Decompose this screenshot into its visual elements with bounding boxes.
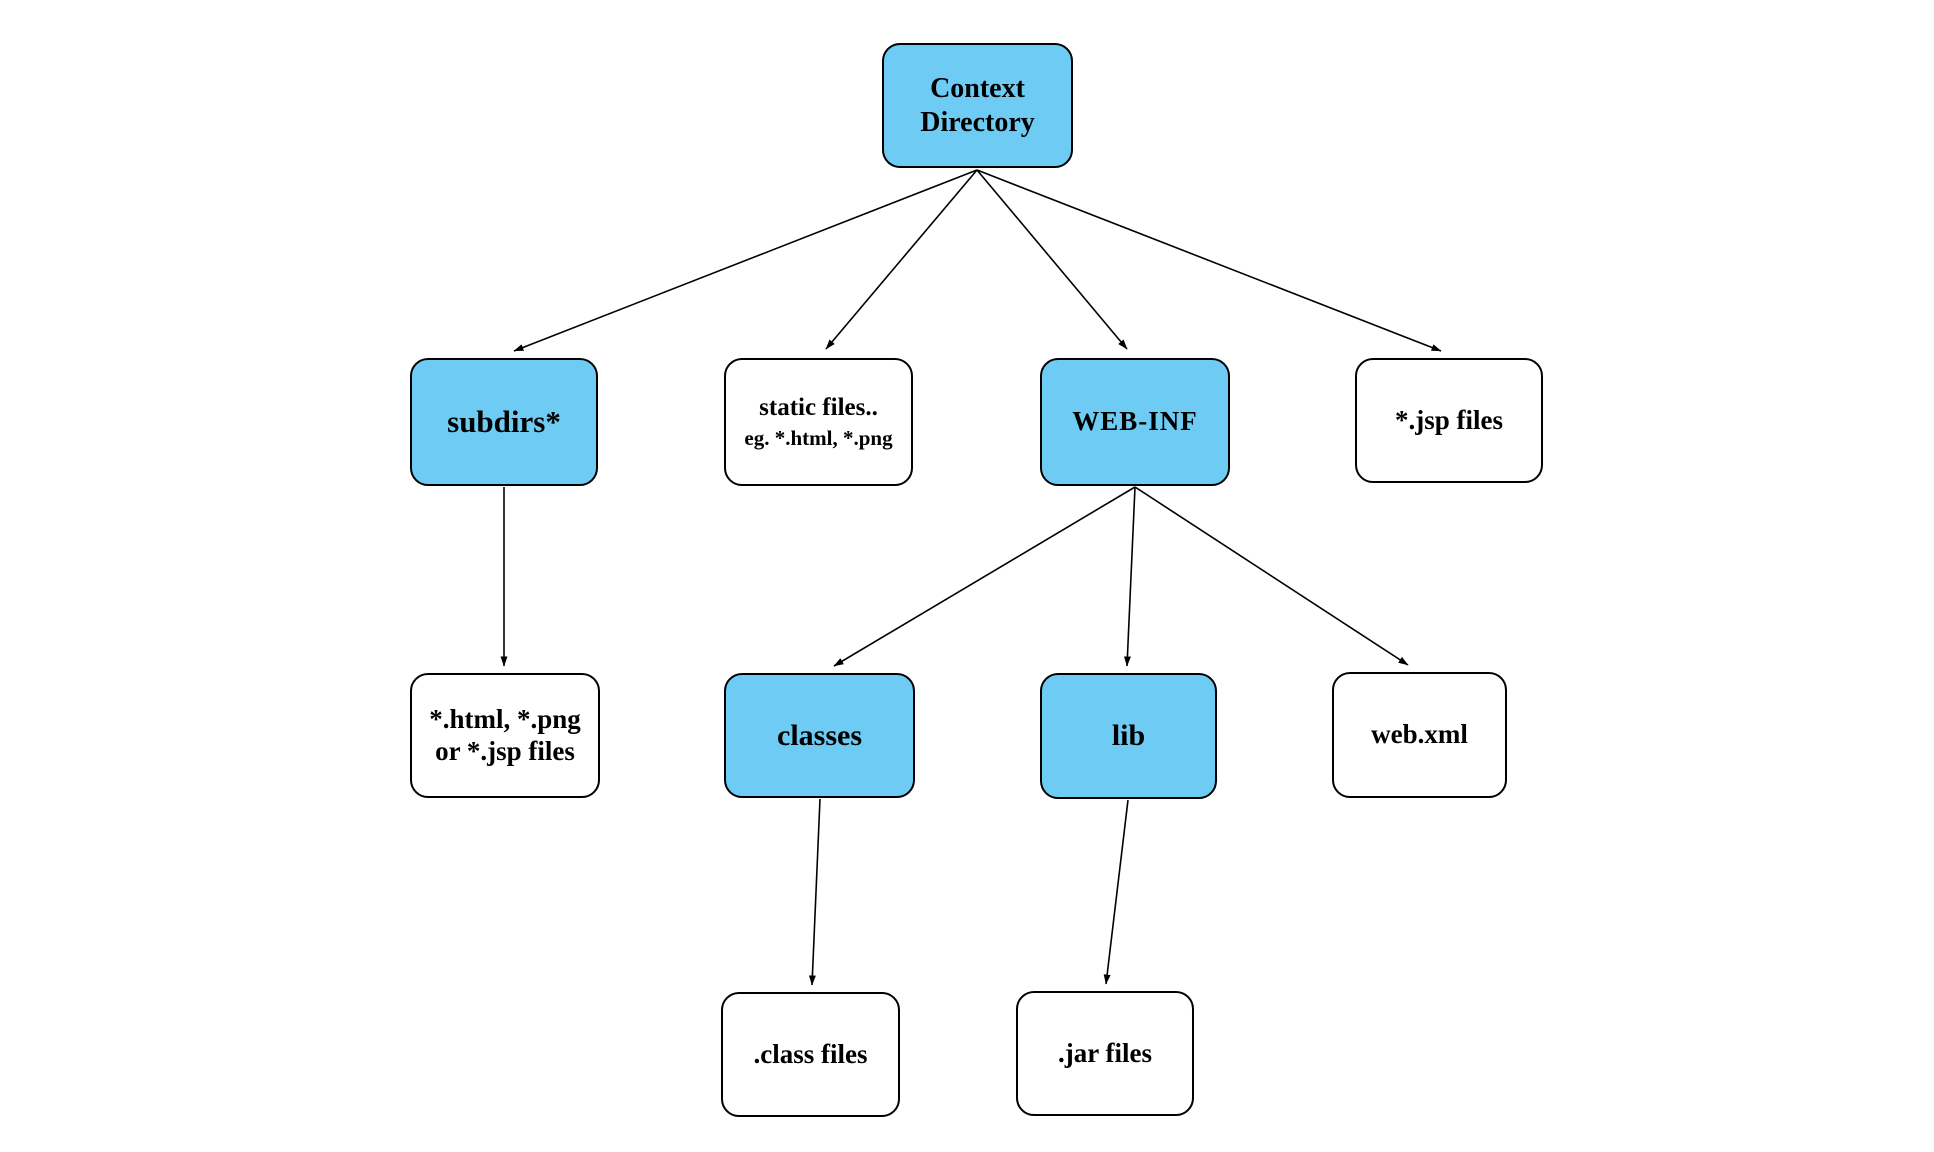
node-static-files: static files.. eg. *.html, *.png xyxy=(724,358,913,486)
node-classes-label: classes xyxy=(777,718,862,752)
node-static-files-sublabel: eg. *.html, *.png xyxy=(744,426,893,451)
node-web-inf-label: WEB-INF xyxy=(1072,406,1198,437)
edge-webinf-lib xyxy=(1123,486,1136,667)
edge-context-static-files xyxy=(825,169,978,350)
edge-context-jsp-files xyxy=(976,169,1442,352)
node-jar-files-label: .jar files xyxy=(1058,1037,1152,1068)
node-web-xml-label: web.xml xyxy=(1371,719,1468,750)
node-lib: lib xyxy=(1040,673,1217,799)
node-context-directory: Context Directory xyxy=(882,43,1073,168)
edge-classes-classfiles xyxy=(808,798,821,986)
edge-lib-jarfiles xyxy=(1103,799,1129,985)
node-subdir-contents-label: *.html, *.png or *.jsp files xyxy=(429,703,581,766)
node-class-files: .class files xyxy=(721,992,900,1117)
node-jar-files: .jar files xyxy=(1016,991,1194,1116)
edge-webinf-classes xyxy=(833,486,1136,667)
node-web-inf: WEB-INF xyxy=(1040,358,1230,486)
node-subdirs: subdirs* xyxy=(410,358,598,486)
node-context-directory-label: Context Directory xyxy=(920,73,1035,138)
edge-webinf-webxml xyxy=(1134,486,1409,666)
node-lib-label: lib xyxy=(1111,719,1146,753)
node-jsp-files: *.jsp files xyxy=(1355,358,1543,483)
node-classes: classes xyxy=(724,673,915,798)
edge-context-web-inf xyxy=(976,169,1128,350)
node-subdir-contents: *.html, *.png or *.jsp files xyxy=(410,673,600,798)
edge-context-subdirs xyxy=(513,169,978,352)
node-web-xml: web.xml xyxy=(1332,672,1507,798)
node-class-files-label: .class files xyxy=(753,1038,868,1069)
node-jsp-files-label: *.jsp files xyxy=(1395,404,1503,435)
node-static-files-label: static files.. xyxy=(759,393,878,421)
node-subdirs-label: subdirs* xyxy=(447,403,561,439)
